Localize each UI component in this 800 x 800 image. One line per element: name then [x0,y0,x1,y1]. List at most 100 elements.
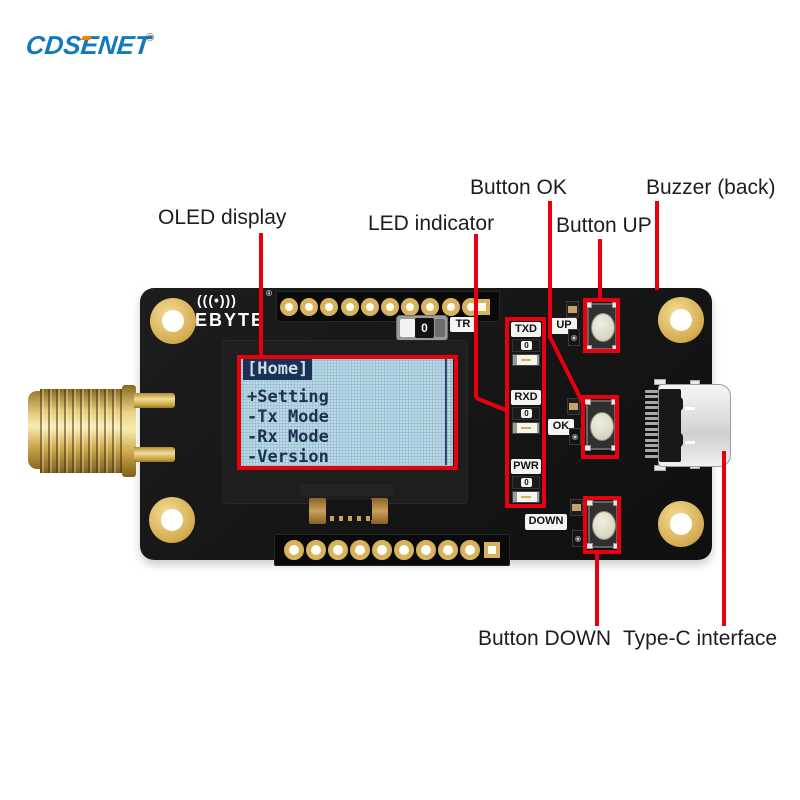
pin-hole [280,297,298,316]
ebyte-brand-text: EBYTE [195,310,266,330]
leader-line-type-c [722,451,726,626]
rxd-resistor: 0 [512,407,540,420]
button-ok[interactable] [584,399,618,451]
type-c-pin [645,400,658,404]
sma-connector-tip [28,391,42,469]
top-pin-row [276,291,500,322]
tr-mode-switch: 0 [396,315,448,341]
label-button-up: Button UP [556,214,652,237]
pin-hole [381,297,399,316]
fpc-connector-pins [330,516,370,521]
pin-hole [394,540,414,560]
type-c-port[interactable] [658,384,731,467]
capacitor-component [567,398,580,415]
oled-menu-line: [Home] [243,358,313,380]
highlight-box-button-down [583,496,621,554]
rxd-silkscreen-label: RXD [511,390,541,405]
pin-hole [328,540,348,560]
type-c-pin [645,422,658,426]
button-ok-cap[interactable] [590,412,614,441]
pwr-silkscreen-label: PWR [511,459,541,474]
txd-silkscreen-label: TXD [511,322,541,337]
fpc-connector-pad [371,498,388,524]
pin-hole [460,540,480,560]
cdsenet-logo: CDSENET [24,30,152,60]
highlight-box-oled [237,355,458,470]
leader-line-oled [259,233,263,357]
pin-hole [300,297,319,316]
down-silkscreen-label: DOWN [525,514,567,530]
button-down[interactable] [586,500,620,549]
pin-hole [416,540,436,560]
txd-led [512,354,540,366]
oled-menu-line: +Setting [247,387,329,407]
pin-hole [401,297,420,316]
pin-hole [320,297,339,316]
pin-hole [421,297,440,316]
leader-line-down [595,553,599,626]
rf-signal-icon: (((•))) [197,292,237,308]
type-c-pin [645,406,658,410]
pin-hole [306,540,326,560]
type-c-pin [645,417,658,420]
sma-connector-flange [122,385,136,477]
type-c-pin [645,427,658,431]
switch-slider [400,319,415,337]
pin-hole-square [474,298,490,315]
leader-line-led [474,234,478,398]
label-buzzer-back: Buzzer (back) [646,176,776,199]
switch-body [435,319,445,337]
registered-trademark-icon: ® [266,289,272,298]
rxd-led [512,422,540,434]
type-c-pin [645,449,658,453]
type-c-pin [645,433,658,437]
ok-silkscreen-label: OK [548,419,574,435]
switch-marking: 0 [415,318,434,338]
button-up-cap[interactable] [591,313,615,342]
pin-hole [350,540,370,560]
mounting-hole [149,497,195,543]
label-button-down: Button DOWN [478,627,612,650]
type-c-pin [645,454,658,458]
pin-hole [284,540,304,560]
fpc-connector-body [327,500,372,520]
type-c-pin [645,444,658,447]
pin-hole [441,297,460,316]
label-oled-display: OLED display [158,206,287,229]
mounting-hole [658,297,704,343]
type-c-pin [645,438,658,442]
highlight-box-button-ok [581,395,619,459]
pin-hole-square [484,542,500,558]
sma-connector-leg [134,447,175,462]
pwr-led [512,491,540,503]
type-c-pin [645,395,658,399]
oled-menu-line: -Tx Mode [247,407,329,427]
tr-silkscreen-label: TR [450,317,476,332]
leader-line-ok [548,201,552,337]
fpc-connector-pad [309,498,326,524]
type-c-pins [645,390,658,462]
type-c-pin [645,411,658,415]
pin-hole [438,540,458,560]
oled-menu-line: -Version [247,447,329,467]
pin-hole [360,297,379,316]
label-type-c-interface: Type-C interface [623,627,778,650]
mounting-hole [658,501,704,547]
pin-hole [340,297,359,316]
button-down-cap[interactable] [592,511,616,540]
sma-connector-leg [134,393,175,408]
oled-screen: [Home] +Setting -Tx Mode -Rx Mode -Versi… [240,357,453,469]
pwr-resistor: 0 [512,476,540,489]
mounting-hole [150,298,196,344]
diode-component [568,329,580,346]
bottom-pin-row [274,534,510,566]
txd-resistor: 0 [512,339,540,352]
label-button-ok: Button OK [470,176,567,199]
sma-connector-threads [40,389,124,473]
registered-trademark-icon: ® [146,32,155,44]
oled-scrollbar [445,359,447,465]
leader-line-up [598,239,602,301]
diode-component [569,428,581,445]
label-led-indicator: LED indicator [368,212,495,235]
